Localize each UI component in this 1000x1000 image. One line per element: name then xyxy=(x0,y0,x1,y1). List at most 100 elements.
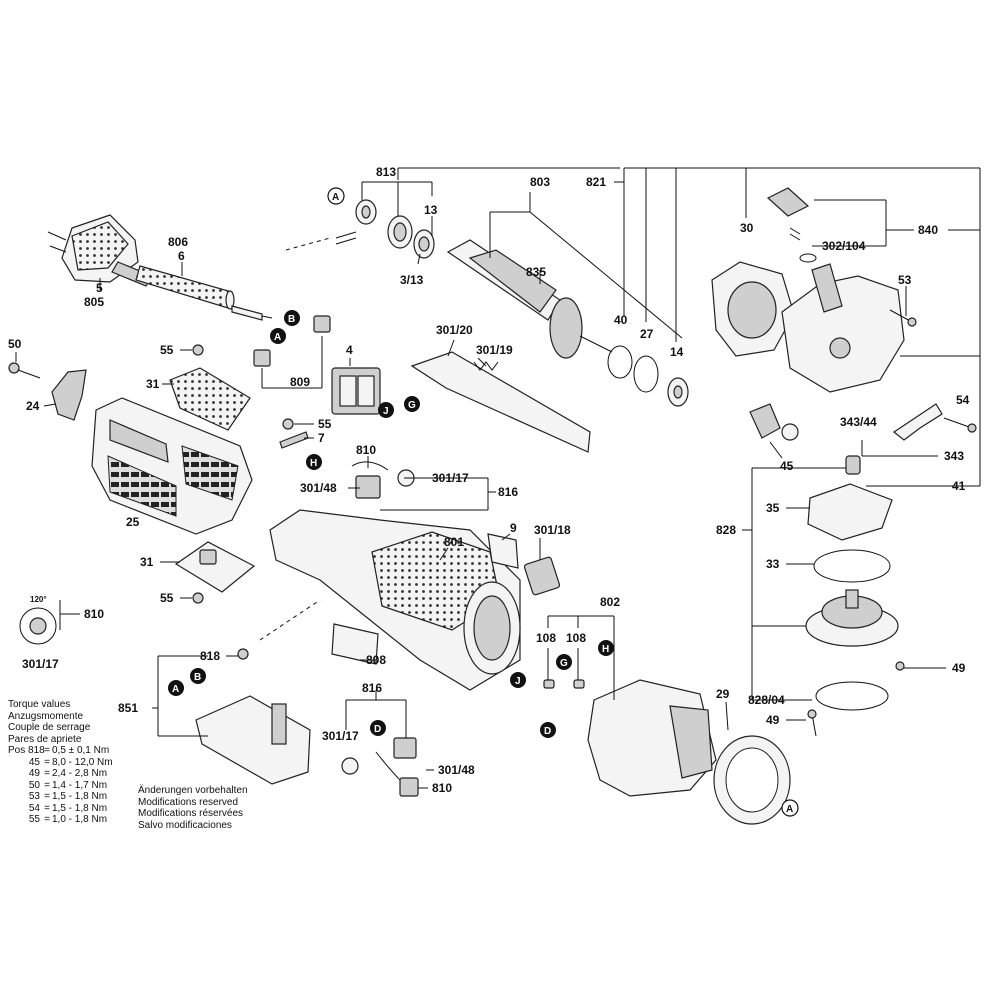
marker-j-housing: J xyxy=(510,672,526,688)
svg-text:A: A xyxy=(332,192,339,203)
screw-55-top xyxy=(192,344,204,356)
svg-text:A: A xyxy=(786,804,793,815)
callout-41: 41 xyxy=(952,479,966,493)
callout-301-48-top: 301/48 xyxy=(300,481,337,495)
torque-row: 54 = 1,5 - 1,8 Nm xyxy=(8,803,124,815)
marker-a-outline-bottom: A xyxy=(781,799,799,817)
torque-eq: = xyxy=(44,779,50,791)
callout-810-left: 810 xyxy=(84,607,104,621)
flange-gear-part xyxy=(805,589,899,647)
callout-808: 808 xyxy=(366,653,386,667)
svg-text:A: A xyxy=(172,684,179,695)
torque-row: 49 = 2,4 - 2,8 Nm xyxy=(8,768,124,780)
torque-row: 55 = 1,0 - 1,8 Nm xyxy=(8,814,124,826)
gasket-part xyxy=(807,483,893,541)
marker-b-cord: B xyxy=(284,310,300,326)
callout-302-104: 302/104 xyxy=(822,239,866,253)
callout-5: 5 xyxy=(96,281,103,295)
torque-eq: = xyxy=(44,791,50,802)
torque-pos: 53 xyxy=(28,791,40,802)
callout-30: 30 xyxy=(740,221,754,235)
torque-pos: Pos 818 xyxy=(8,745,45,756)
letter-markers: A B A J G H J xyxy=(168,187,799,817)
callout-835: 835 xyxy=(526,265,546,279)
mod-fr: Modifications réservées xyxy=(138,808,244,819)
callout-803: 803 xyxy=(530,175,550,189)
leader-lines xyxy=(15,167,981,789)
torque-value: 1,5 - 1,8 Nm xyxy=(52,791,108,802)
callout-802: 802 xyxy=(600,595,620,609)
callout-27: 27 xyxy=(640,327,654,341)
mod-de: Änderungen vorbehalten xyxy=(138,785,248,796)
callout-108b: 108 xyxy=(566,631,586,645)
callout-301-17-top: 301/17 xyxy=(432,471,469,485)
callout-35: 35 xyxy=(766,501,780,515)
svg-text:H: H xyxy=(602,644,609,655)
power-plug-part xyxy=(47,214,153,287)
torque-value: 0,5 ± 0,1 Nm xyxy=(52,745,110,756)
armature-part xyxy=(446,239,613,359)
terminal-108b-part xyxy=(573,679,585,689)
marker-g-coil: G xyxy=(556,654,572,670)
screw-53-part xyxy=(889,309,917,327)
callout-49-low: 49 xyxy=(766,713,780,727)
callout-13: 13 xyxy=(424,203,438,217)
callout-25: 25 xyxy=(126,515,140,529)
bearing-14-part xyxy=(667,377,689,407)
cord-wires-part xyxy=(231,305,273,321)
torque-pos: 45 xyxy=(28,756,40,768)
marker-d-coil: D xyxy=(540,722,556,738)
torque-header-en: Torque values xyxy=(8,699,71,710)
speed-control-part xyxy=(523,556,561,596)
guard-30-part xyxy=(711,261,795,357)
callout-31-bot: 31 xyxy=(140,555,154,569)
svg-text:D: D xyxy=(374,724,381,735)
spring-part xyxy=(473,361,499,371)
cord-sleeve-part xyxy=(135,265,235,310)
svg-text:A: A xyxy=(274,332,281,343)
callout-301-19: 301/19 xyxy=(476,343,513,357)
callout-40: 40 xyxy=(614,313,628,327)
callout-55-top: 55 xyxy=(160,343,174,357)
callout-labels: 813 803 821 13 3/13 835 806 6 5 805 30 8… xyxy=(8,165,970,795)
callout-7: 7 xyxy=(318,431,325,445)
torque-header-fr: Couple de serrage xyxy=(8,722,91,733)
marker-a-base: A xyxy=(168,680,184,696)
svg-text:B: B xyxy=(288,314,295,325)
torque-values-table: Torque values Anzugsmomente Couple de se… xyxy=(8,699,124,826)
torque-eq: = xyxy=(44,745,50,756)
handle-base-part xyxy=(195,648,311,785)
mod-es: Salvo modificaciones xyxy=(138,819,232,831)
switch-part xyxy=(331,367,381,415)
torque-pos: 54 xyxy=(28,802,40,814)
callout-54: 54 xyxy=(956,393,970,407)
marker-j-switch: J xyxy=(378,402,394,418)
callout-805: 805 xyxy=(84,295,104,309)
svg-text:G: G xyxy=(408,400,416,411)
o-ring-33-part xyxy=(813,549,891,583)
rear-cap-part xyxy=(51,369,87,421)
callout-33: 33 xyxy=(766,557,780,571)
label-808-part xyxy=(331,623,379,665)
connector-blocks-part xyxy=(253,315,331,367)
top-cover-plate-part xyxy=(169,367,251,431)
torque-pos: 50 xyxy=(28,779,40,791)
callout-343-44: 343/44 xyxy=(840,415,877,429)
screw-49-low-part xyxy=(807,709,817,737)
callout-55-bot: 55 xyxy=(160,591,174,605)
screw-55-bottom xyxy=(192,592,204,604)
callout-851: 851 xyxy=(118,701,138,715)
callout-108a: 108 xyxy=(536,631,556,645)
torque-value: 2,4 - 2,8 Nm xyxy=(52,768,108,779)
callout-813: 813 xyxy=(376,165,396,179)
callout-301-20: 301/20 xyxy=(436,323,473,337)
spindle-lever-part xyxy=(892,403,943,441)
torque-header-de: Anzugsmomente xyxy=(8,710,84,722)
svg-text:J: J xyxy=(383,406,389,417)
callout-828: 828 xyxy=(716,523,736,537)
gear-housing-part xyxy=(781,263,905,393)
torque-eq: = xyxy=(44,814,50,825)
bushing-part xyxy=(845,455,861,475)
callout-840: 840 xyxy=(918,223,938,237)
torque-eq: = xyxy=(44,802,50,814)
